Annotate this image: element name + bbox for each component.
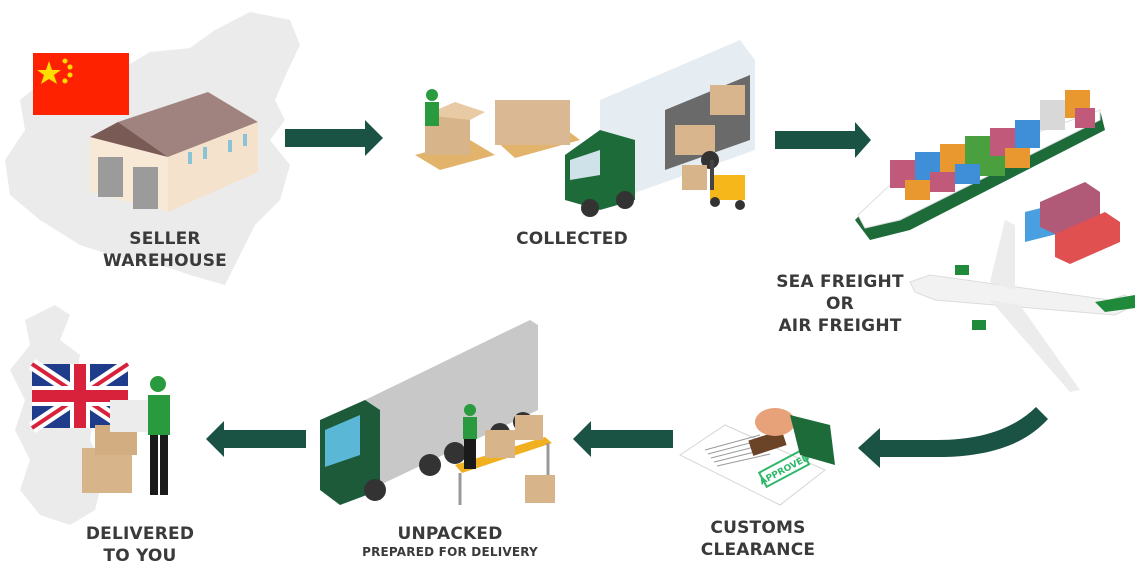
label-collected: COLLECTED: [497, 228, 647, 250]
arrow-right-icon: [285, 120, 383, 156]
courier-icon: [82, 376, 170, 495]
label-unpacked: UNPACKED PREPARED FOR DELIVERY: [345, 523, 555, 560]
label-line: AIR FREIGHT: [778, 316, 902, 336]
uk-flag-icon: [28, 359, 132, 433]
china-flag-icon: [33, 53, 129, 115]
label-line: CLEARANCE: [700, 540, 816, 560]
containers-icon: [1025, 182, 1120, 264]
step-delivered: [28, 359, 180, 507]
stamp-icon: APPROVED: [679, 408, 835, 506]
label-line: CUSTOMS: [710, 518, 806, 538]
label-line: SEA FREIGHT: [776, 272, 904, 292]
conveyor-truck-icon: [320, 320, 555, 505]
step-freight: [850, 80, 1136, 400]
label-line: OR: [826, 294, 854, 314]
airplane-icon: [909, 220, 1136, 392]
step-seller-warehouse: [30, 50, 260, 212]
step-collected: [410, 40, 760, 220]
label-customs: CUSTOMS CLEARANCE: [693, 517, 823, 561]
label-line: SELLER: [129, 229, 201, 249]
cargo-ship-icon: [855, 90, 1105, 240]
arrow-right-icon: [775, 122, 871, 158]
warehouse-icon: [90, 92, 258, 212]
label-delivered: DELIVERED TO YOU: [75, 523, 205, 567]
label-line: DELIVERED: [85, 524, 195, 544]
label-line: COLLECTED: [516, 229, 628, 249]
label-line: UNPACKED: [397, 524, 503, 544]
step-customs: APPROVED: [679, 400, 845, 510]
label-seller-warehouse: SELLER WAREHOUSE: [100, 228, 230, 272]
curved-arrow-left-icon: [858, 407, 1048, 468]
label-freight: SEA FREIGHT OR AIR FREIGHT: [775, 271, 905, 337]
arrow-left-icon: [573, 421, 673, 457]
label-line: TO YOU: [103, 546, 177, 566]
truck-icon: [415, 40, 755, 217]
arrow-left-icon: [206, 421, 306, 457]
step-unpacked: [320, 315, 560, 510]
label-line: WAREHOUSE: [103, 251, 227, 271]
label-sub: PREPARED FOR DELIVERY: [362, 545, 538, 559]
